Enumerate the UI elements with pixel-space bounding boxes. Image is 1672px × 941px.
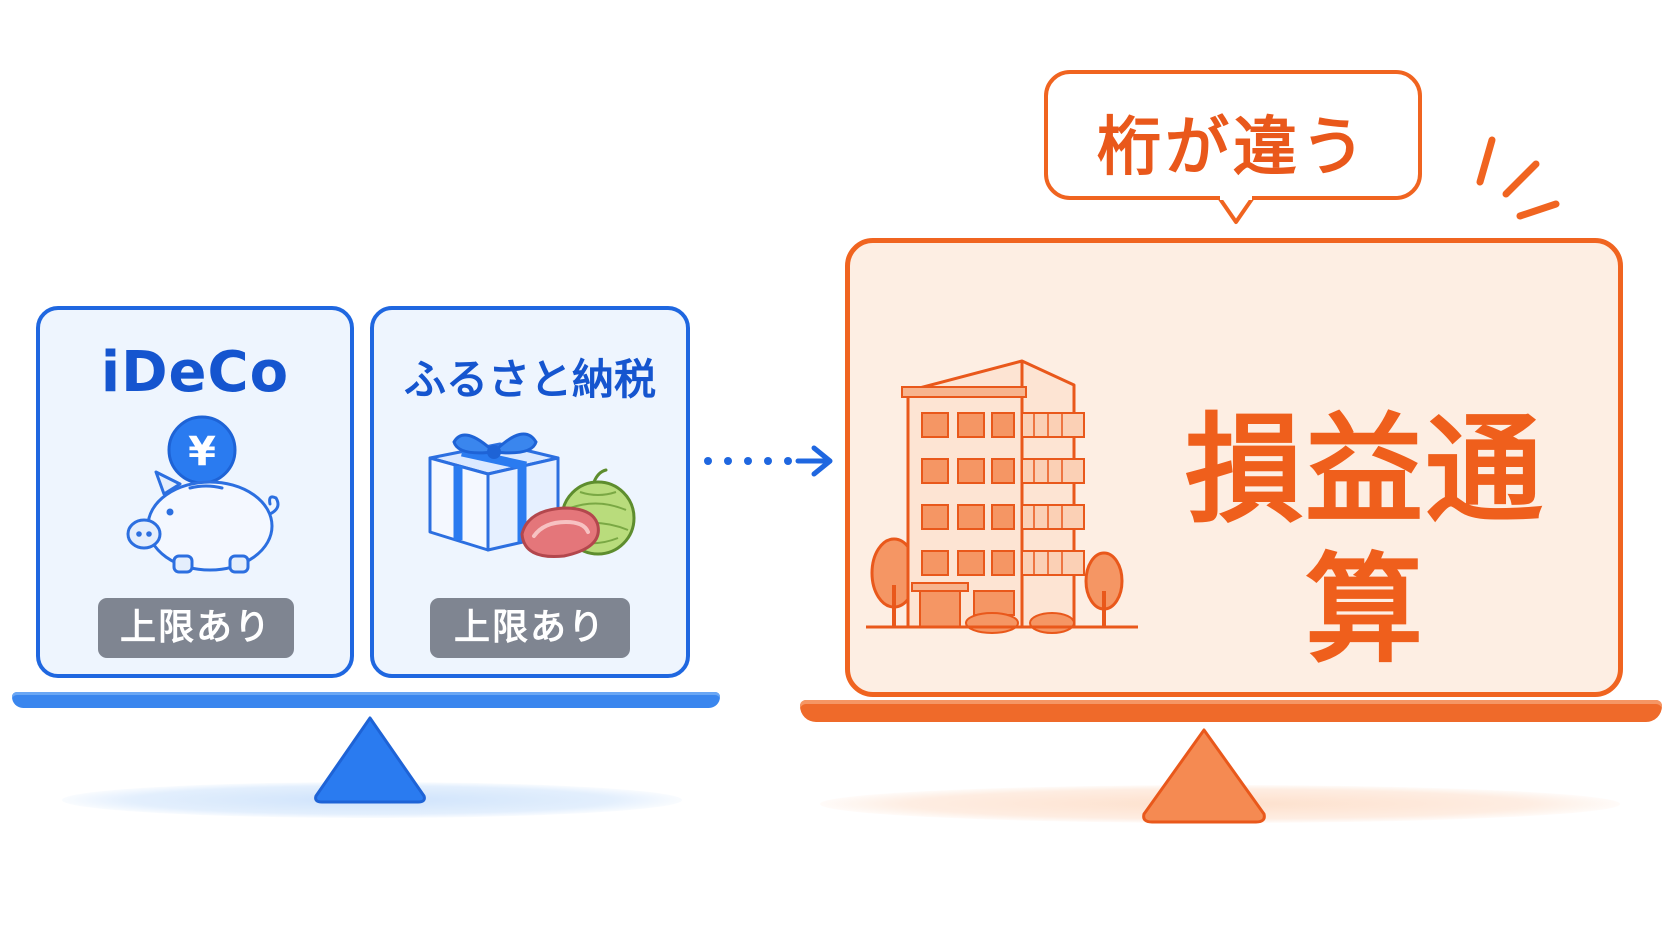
furusato-card: ふるさと納税 上限あり (370, 306, 690, 678)
ideco-limit-badge: 上限あり (98, 598, 294, 658)
yen-coin-symbol: ¥ (188, 429, 216, 475)
ideco-card: iDeCo ¥ 上限あり (36, 306, 354, 678)
left-scale-fulcrum (314, 716, 426, 804)
gift-box-icon (428, 432, 636, 559)
speech-bubble: 桁が違う (1044, 70, 1422, 200)
furusato-title: ふるさと納税 (403, 355, 656, 404)
right-scale-fulcrum (1142, 728, 1266, 824)
speech-bubble-tail (1216, 196, 1256, 224)
left-scale-beam (12, 692, 720, 708)
main-title: 損益通算 (1184, 401, 1545, 679)
piggy-bank-icon: ¥ (126, 415, 280, 574)
profit-loss-panel (845, 238, 1623, 697)
furusato-limit-badge: 上限あり (430, 598, 630, 658)
bubble-text: 桁が違う (1097, 111, 1369, 185)
right-scale-beam (800, 700, 1662, 722)
emphasis-lines-icon (1476, 136, 1560, 220)
dotted-arrow-icon (704, 445, 833, 477)
apartment-building-icon (866, 359, 1138, 634)
ideco-title: iDeCo (100, 340, 290, 405)
